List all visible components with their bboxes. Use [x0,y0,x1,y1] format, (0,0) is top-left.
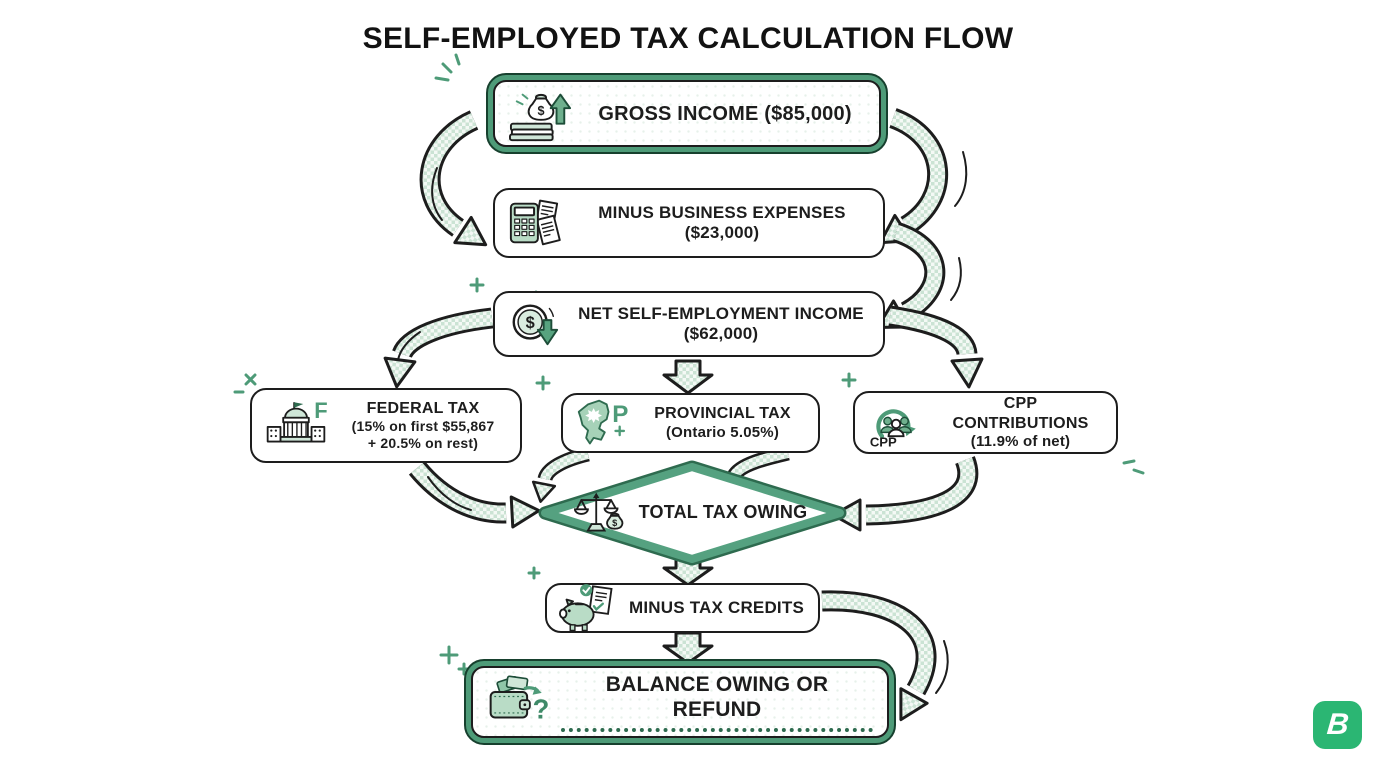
node-business-expenses: MINUS BUSINESS EXPENSES ($23,000) [493,188,885,258]
federal-tax-line2: (15% on first $55,867 [351,418,495,435]
balance-label-text: BALANCE OWING OR REFUND [561,672,873,733]
dollar-coin-icon: $ [512,304,559,346]
node-net-income: $ NET SELF-EMPLOYMENT INCOME ($62,000) [493,291,885,357]
net-income-label: NET SELF-EMPLOYMENT INCOME ($62,000) [571,304,871,345]
node-federal-tax: F FEDERAL TAX (15% on first $55,867 + 20… [250,388,522,463]
arrow-net-to-federal [380,307,494,391]
business-expenses-line1: MINUS BUSINESS EXPENSES [598,202,846,222]
arrow-net-to-provincial [662,359,714,395]
gross-income-label: GROSS INCOME ($85,000) [598,102,852,125]
cpp-line2: (11.9% of net) [970,432,1071,450]
federal-tax-line1: FEDERAL TAX [366,400,480,418]
page-title: SELF-EMPLOYED TAX CALCULATION FLOW [362,22,1014,55]
svg-text:CPP: CPP [870,434,897,449]
balance-label: BALANCE OWING OR REFUND [561,672,873,733]
arrow-credits-to-balance-right [821,590,937,729]
svg-text:P: P [612,401,628,428]
provincial-tax-label: PROVINCIAL TAX (Ontario 5.05%) [639,404,806,441]
accent-strokes [397,151,968,694]
arrow-federal-to-total [408,461,542,529]
balance-scale-icon: $ [573,492,624,532]
svg-text:F: F [314,397,327,422]
node-tax-credits: MINUS TAX CREDITS [545,583,820,633]
node-cpp-contributions: CPP CPP CONTRIBUTIONS (11.9% of net) [853,391,1118,454]
total-tax-owing-label: TOTAL TAX OWING [638,502,808,523]
government-building-icon: F [266,397,328,442]
total-tax-diamond [538,460,847,566]
arrow-provincial-to-total-right [715,445,790,503]
money-bag-icon: $ [508,93,572,141]
svg-text:$: $ [612,518,618,528]
node-provincial-tax: P PROVINCIAL TAX (Ontario 5.05%) [561,393,820,453]
business-expenses-line2: ($23,000) [684,223,760,242]
balance-inner: ? BALANCE OWING OR REFUND [471,666,889,738]
svg-text:$: $ [526,314,535,332]
business-expenses-label: MINUS BUSINESS EXPENSES ($23,000) [573,203,871,244]
provincial-tax-line2: (Ontario 5.05%) [665,423,780,441]
node-gross-income: $ GROSS INCOME ($85,000) [486,73,888,154]
svg-text:?: ? [533,693,550,724]
brand-logo: B [1313,701,1362,749]
svg-text:$: $ [537,103,544,117]
arrow-cpp-to-total [831,456,979,532]
arrow-gross-to-expenses-left [419,110,496,259]
arrow-provincial-to-total-left [528,446,590,506]
gross-income-inner: $ GROSS INCOME ($85,000) [493,80,881,147]
brand-logo-letter: B [1325,708,1350,741]
net-income-line1: NET SELF-EMPLOYMENT INCOME [578,303,864,323]
cpp-label: CPP CONTRIBUTIONS (11.9% of net) [937,394,1104,450]
net-income-line2: ($62,000) [683,324,759,343]
provincial-tax-line1: PROVINCIAL TAX [654,405,791,423]
node-balance: ? BALANCE OWING OR REFUND [464,659,896,745]
arrow-expenses-to-net [868,222,946,342]
wallet-icon: ? [489,675,550,724]
arrow-net-to-cpp [888,305,986,390]
arrow-credits-to-balance-down [662,631,714,665]
calculator-icon [509,199,561,246]
piggy-bank-icon [559,584,613,632]
federal-tax-label: FEDERAL TAX (15% on first $55,867 + 20.5… [338,399,508,452]
arrow-gross-to-expenses-right [870,108,949,257]
cpp-line1: CPP CONTRIBUTIONS [952,395,1089,432]
federal-tax-line3: + 20.5% on rest) [367,435,479,452]
ontario-map-icon: P [577,399,628,445]
tax-credits-label: MINUS TAX CREDITS [629,597,804,617]
cpp-cycle-icon: CPP [870,408,916,449]
node-total-tax-owing: $ TOTAL TAX OWING [573,489,814,537]
